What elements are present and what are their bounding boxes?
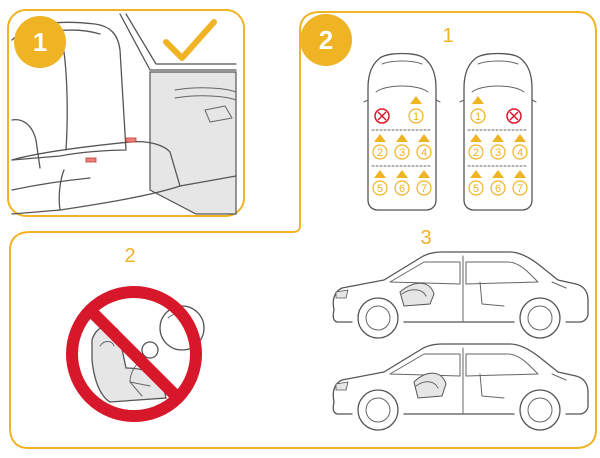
step-badge-2: 2: [300, 14, 352, 66]
label-seat-maps: 1: [442, 25, 453, 47]
seat-number: 6: [495, 183, 501, 195]
arrow-up-icon: [472, 96, 484, 104]
no-child-seat-airbag-icon: [91, 325, 167, 403]
seat-number: 7: [517, 183, 523, 195]
seat-number: 6: [399, 183, 405, 195]
isofix-anchor-left: [85, 157, 97, 163]
seat-number: 1: [413, 111, 419, 123]
label-airbag: 2: [124, 245, 135, 267]
prohibited-x-icon: [506, 108, 522, 124]
seat-number: 3: [399, 147, 405, 159]
seat-number: 4: [421, 147, 427, 159]
step-badge-1: 1: [14, 16, 66, 68]
step-badge-1-label: 1: [33, 27, 47, 57]
seat-number: 5: [473, 183, 479, 195]
seat-number: 2: [473, 147, 479, 159]
step-badge-2-label: 2: [319, 25, 333, 55]
arrow-up-icon: [410, 96, 422, 104]
checkmark-icon: [163, 19, 217, 61]
seat-number: 4: [517, 147, 523, 159]
seat-number: 3: [495, 147, 501, 159]
isofix-anchor-right: [125, 137, 137, 143]
panel-2: 2 1 2 3 1 2: [9, 11, 597, 449]
seat-map-a: 1 2 3 4 5 6 7: [363, 52, 441, 211]
airbag-warning-sign: AIRBAG: [66, 260, 205, 422]
panel-1: 1: [7, 9, 245, 217]
seat-number: 7: [421, 183, 427, 195]
car-side-view-front-seat: [332, 251, 589, 339]
seat-number: 1: [475, 111, 481, 123]
seat-number: 2: [377, 147, 383, 159]
seat-map-b: 1 2 3 4 5 6 7: [459, 52, 537, 211]
seat-number: 5: [377, 183, 383, 195]
label-car-side-views: 3: [420, 227, 431, 249]
prohibited-x-icon: [374, 108, 390, 124]
car-side-view-rear-seat: [332, 343, 589, 431]
